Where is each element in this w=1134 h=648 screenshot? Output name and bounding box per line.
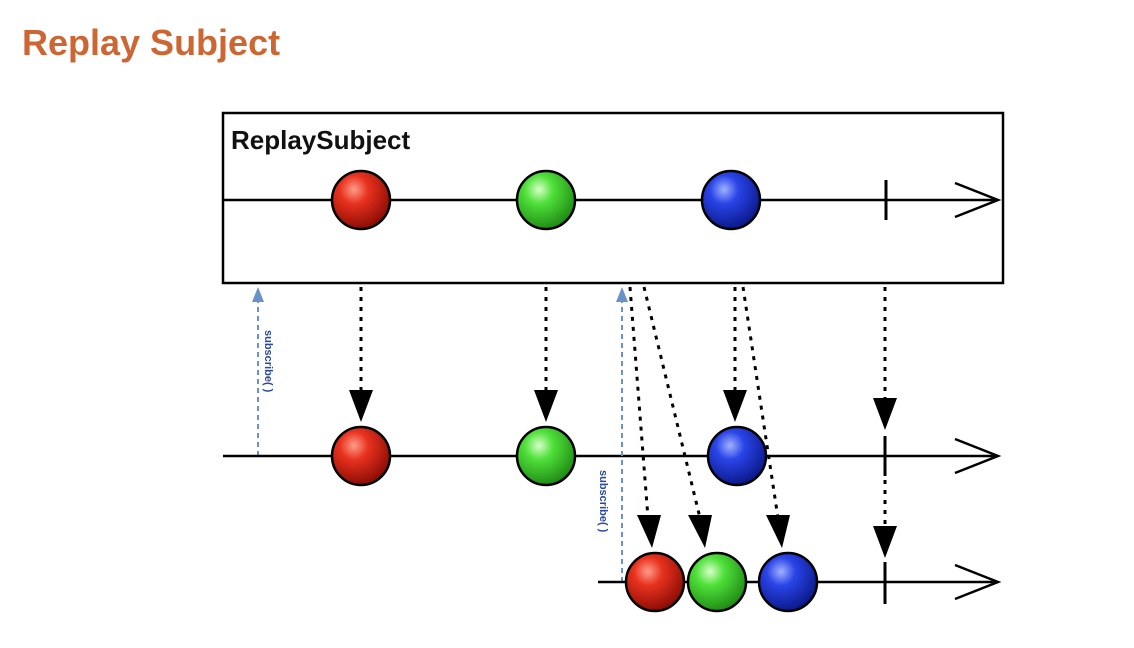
early-subscribe-label: subscribe( ) <box>262 330 274 393</box>
late-blue-marble <box>757 551 819 613</box>
source-green-marble <box>515 169 577 231</box>
replay-arrows-late <box>628 286 887 530</box>
late-green-marble <box>686 551 748 613</box>
replay-arrowheads-late <box>637 515 897 558</box>
emission-arrows-early <box>359 287 887 400</box>
emission-arrowheads-early <box>349 390 897 430</box>
early-red-marble <box>330 425 392 487</box>
late-red-marble <box>624 551 686 613</box>
early-blue-marble <box>706 425 768 487</box>
source-red-marble <box>330 169 392 231</box>
slide-title: Replay Subject <box>22 22 281 63</box>
early-subscribe-arrow <box>252 287 264 456</box>
late-subscribe-arrow <box>616 287 628 582</box>
replay-subject-label: ReplaySubject <box>231 125 411 155</box>
source-blue-marble <box>700 169 762 231</box>
late-subscribe-label: subscribe( ) <box>597 470 609 533</box>
early-green-marble <box>515 425 577 487</box>
